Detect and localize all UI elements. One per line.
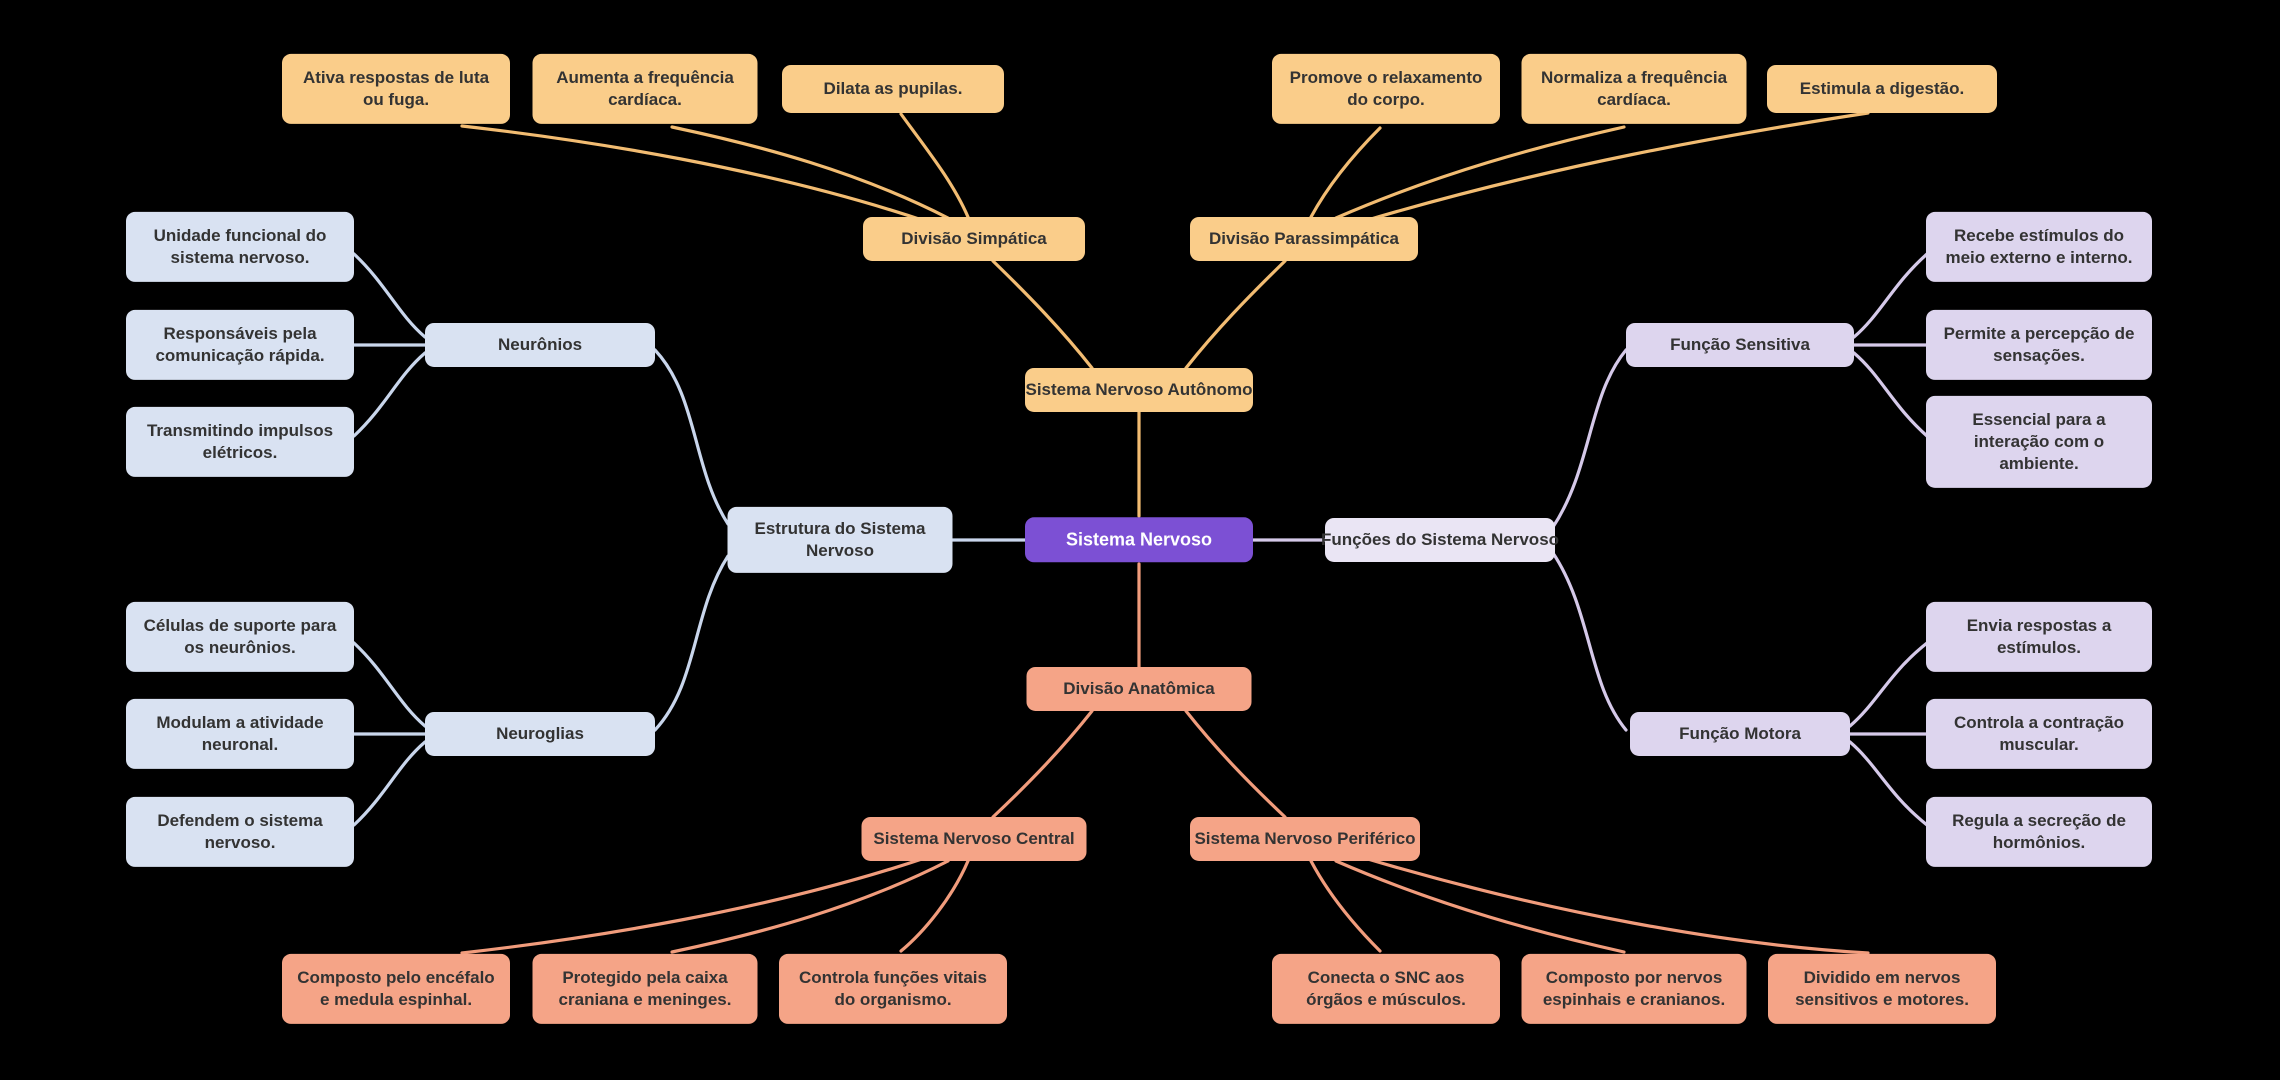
edge — [1551, 348, 1628, 529]
leaf-essencial-interacao[interactable]: Essencial para a interação com o ambient… — [1926, 395, 2152, 489]
leaf-controla-funcoes[interactable]: Controla funções vitais do organismo. — [779, 953, 1007, 1025]
edge — [670, 125, 950, 220]
leaf-ativa-respostas[interactable]: Ativa respostas de luta ou fuga. — [282, 53, 510, 125]
edge — [1551, 551, 1628, 732]
leaf-dilata-pupilas[interactable]: Dilata as pupilas. — [782, 64, 1004, 114]
node-divisao-parassimpatica[interactable]: Divisão Parassimpática — [1190, 216, 1418, 262]
node-funcao-motora[interactable]: Função Motora — [1630, 711, 1850, 757]
leaf-protegido-caixa[interactable]: Protegido pela caixa craniana e meninges… — [532, 953, 758, 1025]
leaf-unidade-funcional[interactable]: Unidade funcional do sistema nervoso. — [126, 211, 354, 283]
edge — [1309, 859, 1382, 953]
node-neuroglias[interactable]: Neuroglias — [425, 711, 655, 757]
edge — [1334, 125, 1626, 220]
edge — [1852, 252, 1929, 339]
edge — [1184, 259, 1287, 370]
edge — [1848, 641, 1929, 728]
edge — [352, 641, 427, 728]
leaf-dividido-nervos[interactable]: Dividido em nervos sensitivos e motores. — [1768, 953, 1996, 1025]
edge — [991, 709, 1094, 819]
edge — [1309, 126, 1382, 219]
edge — [653, 554, 730, 732]
leaf-promove-relaxamento[interactable]: Promove o relaxamento do corpo. — [1272, 53, 1500, 125]
node-estrutura-sistema-nervoso[interactable]: Estrutura do Sistema Nervoso — [727, 506, 953, 574]
edges-functions — [1251, 252, 1929, 827]
leaf-modulam-atividade[interactable]: Modulam a atividade neuronal. — [126, 698, 354, 770]
leaf-conecta-snc[interactable]: Conecta o SNC aos órgãos e músculos. — [1272, 953, 1500, 1025]
edge — [1359, 855, 1870, 955]
edge — [1359, 111, 1870, 224]
leaf-aumenta-frequencia[interactable]: Aumenta a frequência cardíaca. — [532, 53, 758, 125]
leaf-controla-contracao[interactable]: Controla a contração muscular. — [1926, 698, 2152, 770]
leaf-regula-secrecao[interactable]: Regula a secreção de hormônios. — [1926, 796, 2152, 868]
node-divisao-anatomica[interactable]: Divisão Anatômica — [1026, 666, 1252, 712]
edge — [991, 259, 1094, 370]
edge — [1184, 709, 1287, 819]
node-sistema-nervoso[interactable]: Sistema Nervoso — [1025, 517, 1253, 563]
node-funcoes-sistema-nervoso[interactable]: Funções do Sistema Nervoso — [1321, 517, 1559, 563]
leaf-envia-respostas[interactable]: Envia respostas a estímulos. — [1926, 601, 2152, 673]
node-neuronios[interactable]: Neurônios — [425, 322, 655, 368]
edge — [899, 859, 970, 953]
edges-autonomic — [460, 111, 1870, 518]
node-funcao-sensitiva[interactable]: Função Sensitiva — [1626, 322, 1854, 368]
edge — [352, 351, 427, 438]
node-divisao-simpatica[interactable]: Divisão Simpática — [863, 216, 1085, 262]
leaf-permite-percepcao[interactable]: Permite a percepção de sensações. — [1926, 309, 2152, 381]
edge — [460, 855, 930, 955]
leaf-recebe-estimulos[interactable]: Recebe estímulos do meio externo e inter… — [1926, 211, 2152, 283]
leaf-responsaveis-comunicacao[interactable]: Responsáveis pela comunicação rápida. — [126, 309, 354, 381]
edge — [670, 859, 950, 954]
node-sistema-nervoso-central[interactable]: Sistema Nervoso Central — [861, 816, 1087, 862]
leaf-transmitindo-impulsos[interactable]: Transmitindo impulsos elétricos. — [126, 406, 354, 478]
edges-structure — [352, 252, 1027, 827]
edge — [352, 740, 427, 827]
edge — [899, 112, 970, 219]
edge — [1848, 740, 1929, 827]
edge — [1852, 351, 1929, 438]
edge — [460, 124, 930, 224]
leaf-estimula-digestao[interactable]: Estimula a digestão. — [1767, 64, 1997, 114]
edge — [653, 348, 730, 526]
leaf-defendem-sistema[interactable]: Defendem o sistema nervoso. — [126, 796, 354, 868]
leaf-normaliza-frequencia[interactable]: Normaliza a frequência cardíaca. — [1521, 53, 1747, 125]
edge — [352, 252, 427, 339]
edges-anatomy — [460, 562, 1870, 955]
node-sistema-nervoso-autonomo[interactable]: Sistema Nervoso Autônomo — [1025, 367, 1253, 413]
leaf-celulas-suporte[interactable]: Células de suporte para os neurônios. — [126, 601, 354, 673]
edge — [1334, 859, 1626, 954]
node-sistema-nervoso-periferico[interactable]: Sistema Nervoso Periférico — [1190, 816, 1420, 862]
leaf-composto-nervos[interactable]: Composto por nervos espinhais e craniano… — [1521, 953, 1747, 1025]
leaf-composto-encefalo[interactable]: Composto pelo encéfalo e medula espinhal… — [282, 953, 510, 1025]
